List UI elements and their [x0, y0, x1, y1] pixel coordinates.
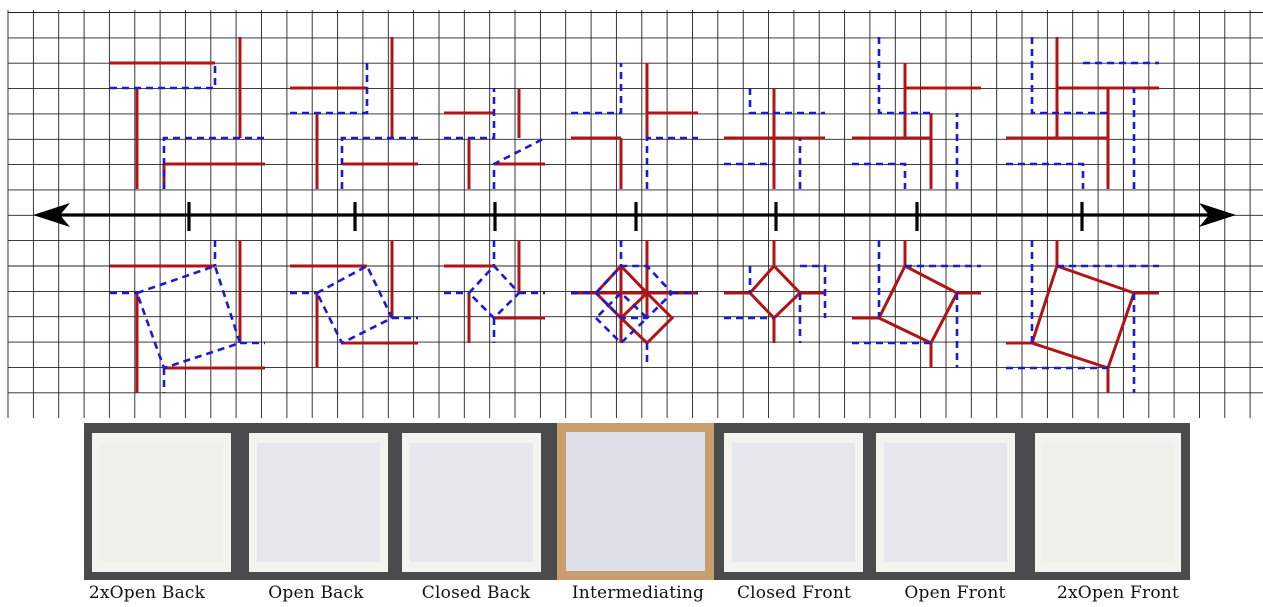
crease-pattern-open-front-top [852, 37, 981, 189]
label-2xopen-back: 2xOpen Back [89, 583, 205, 603]
photo-intermediating [557, 423, 714, 580]
crease-pattern-closed-back-top [444, 88, 545, 189]
photo-2xopen-front [1035, 433, 1181, 572]
photo-open-front [876, 433, 1015, 572]
photo-2xopen-back [92, 433, 231, 572]
crease-pattern-intermediating-bottom [571, 240, 698, 368]
label-closed-front: Closed Front [737, 583, 851, 603]
crease-pattern-2xopen-back-top [110, 37, 265, 189]
label-intermediating: Intermediating [572, 583, 704, 603]
crease-pattern-closed-front-top [724, 88, 825, 189]
crease-pattern-open-back-top [290, 37, 418, 189]
crease-pattern-open-front-bottom [852, 240, 981, 368]
label-closed-back: Closed Back [422, 583, 530, 603]
photo-strip [84, 423, 1190, 580]
crease-pattern-2xopen-front-top [1006, 37, 1159, 189]
label-open-back: Open Back [268, 583, 363, 603]
label-open-front: Open Front [904, 583, 1005, 603]
photo-open-back [249, 433, 388, 572]
timeline-axis [33, 202, 1236, 231]
photo-closed-back [402, 433, 541, 572]
crease-pattern-open-back-bottom [290, 240, 418, 368]
label-2xopen-front: 2xOpen Front [1057, 583, 1179, 603]
photo-closed-front [724, 433, 863, 572]
crease-pattern-intermediating-top [571, 63, 698, 189]
